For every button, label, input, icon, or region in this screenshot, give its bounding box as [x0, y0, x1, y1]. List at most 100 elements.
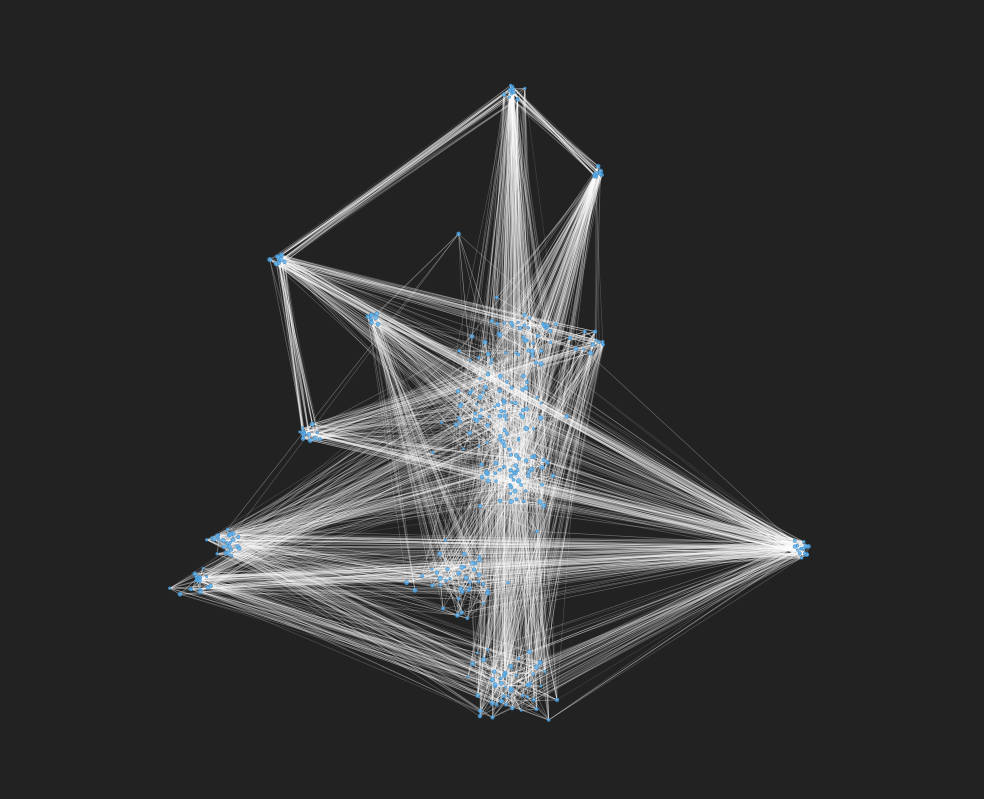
graph-node: [475, 693, 480, 698]
graph-edge: [509, 449, 806, 547]
graph-edge: [516, 174, 601, 500]
graph-edge: [370, 318, 490, 417]
graph-edge: [227, 445, 505, 530]
graph-edge: [310, 409, 523, 441]
graph-edge: [230, 415, 501, 543]
graph-edge: [472, 545, 798, 664]
graph-node: [530, 353, 535, 358]
graph-edge: [445, 348, 577, 541]
graph-edge: [431, 546, 809, 570]
graph-edge: [450, 549, 798, 579]
graph-node: [548, 328, 553, 334]
graph-edge: [528, 327, 547, 351]
graph-edge: [179, 590, 488, 595]
graph-edge: [199, 540, 795, 582]
graph-edge: [441, 422, 516, 474]
graph-edge: [517, 98, 601, 175]
graph-edge: [213, 539, 506, 688]
graph-edge: [308, 434, 805, 554]
graph-edge: [508, 343, 604, 696]
graph-edge: [515, 176, 595, 404]
graph-edge: [488, 416, 493, 718]
graph-node: [476, 572, 482, 578]
graph-edge: [484, 342, 541, 419]
graph-edge: [199, 577, 407, 583]
graph-edge: [458, 93, 512, 419]
graph-edge: [517, 98, 523, 696]
graph-edge: [206, 576, 541, 663]
graph-edge: [458, 233, 517, 466]
graph-edge: [445, 580, 471, 588]
graph-edge: [461, 540, 795, 613]
graph-edge: [317, 432, 800, 554]
graph-edge: [510, 85, 528, 686]
graph-edge: [492, 554, 808, 718]
graph-edge: [523, 172, 597, 338]
graph-edge: [505, 98, 518, 673]
graph-edge: [513, 171, 601, 473]
graph-edge: [195, 381, 508, 581]
graph-edge: [505, 86, 513, 673]
graph-edge: [231, 555, 469, 677]
graph-edge: [230, 542, 463, 592]
graph-edge: [527, 546, 796, 698]
graph-edge: [303, 432, 511, 456]
graph-edge: [445, 540, 795, 581]
graph-edge: [238, 486, 512, 538]
graph-edge: [302, 404, 499, 429]
graph-edge: [276, 263, 318, 433]
graph-edge: [546, 171, 601, 326]
graph-edge: [491, 171, 601, 360]
graph-edge: [432, 452, 543, 468]
graph-edge: [512, 86, 525, 315]
graph-edge: [511, 99, 518, 403]
graph-edge: [526, 166, 599, 341]
graph-edge: [548, 546, 807, 721]
graph-edge: [469, 392, 509, 696]
graph-edge: [488, 353, 807, 555]
graph-edge: [478, 419, 507, 576]
graph-edge: [202, 341, 486, 569]
graph-edge: [196, 578, 502, 702]
graph-edge: [200, 416, 523, 592]
graph-node: [459, 610, 464, 615]
graph-edge: [195, 580, 506, 674]
graph-edge: [509, 97, 521, 415]
graph-edge: [278, 257, 489, 355]
graph-edge: [227, 543, 802, 550]
graph-edge: [450, 546, 809, 579]
graph-edge: [169, 546, 795, 589]
graph-edge: [179, 572, 459, 595]
graph-edge: [206, 576, 509, 697]
graph-edge: [169, 413, 521, 589]
graph-edge: [526, 171, 601, 410]
graph-node: [510, 706, 515, 711]
graph-edge: [510, 176, 597, 502]
graph-edge: [500, 500, 806, 548]
graph-edge: [481, 409, 802, 550]
graph-edge: [200, 591, 502, 702]
graph-edge: [540, 416, 568, 663]
graph-node: [502, 413, 508, 419]
graph-edge: [370, 318, 441, 579]
graph-edge: [476, 402, 516, 405]
graph-node: [493, 460, 499, 466]
graph-edge: [371, 314, 476, 414]
graph-node: [466, 675, 470, 679]
graph-edge: [492, 350, 529, 680]
graph-edge: [210, 545, 798, 587]
graph-edge: [519, 176, 595, 329]
graph-edge: [218, 534, 808, 555]
graph-node: [503, 410, 507, 413]
graph-edge: [226, 439, 519, 544]
graph-edge: [510, 176, 597, 471]
graph-edge: [269, 259, 603, 345]
graph-edge: [199, 548, 804, 579]
graph-node: [539, 348, 544, 354]
graph-edge: [540, 173, 597, 419]
graph-edge: [198, 580, 522, 711]
graph-node: [307, 437, 313, 444]
graph-edge: [200, 566, 465, 592]
graph-edge: [511, 93, 527, 410]
graph-edge: [469, 540, 795, 583]
